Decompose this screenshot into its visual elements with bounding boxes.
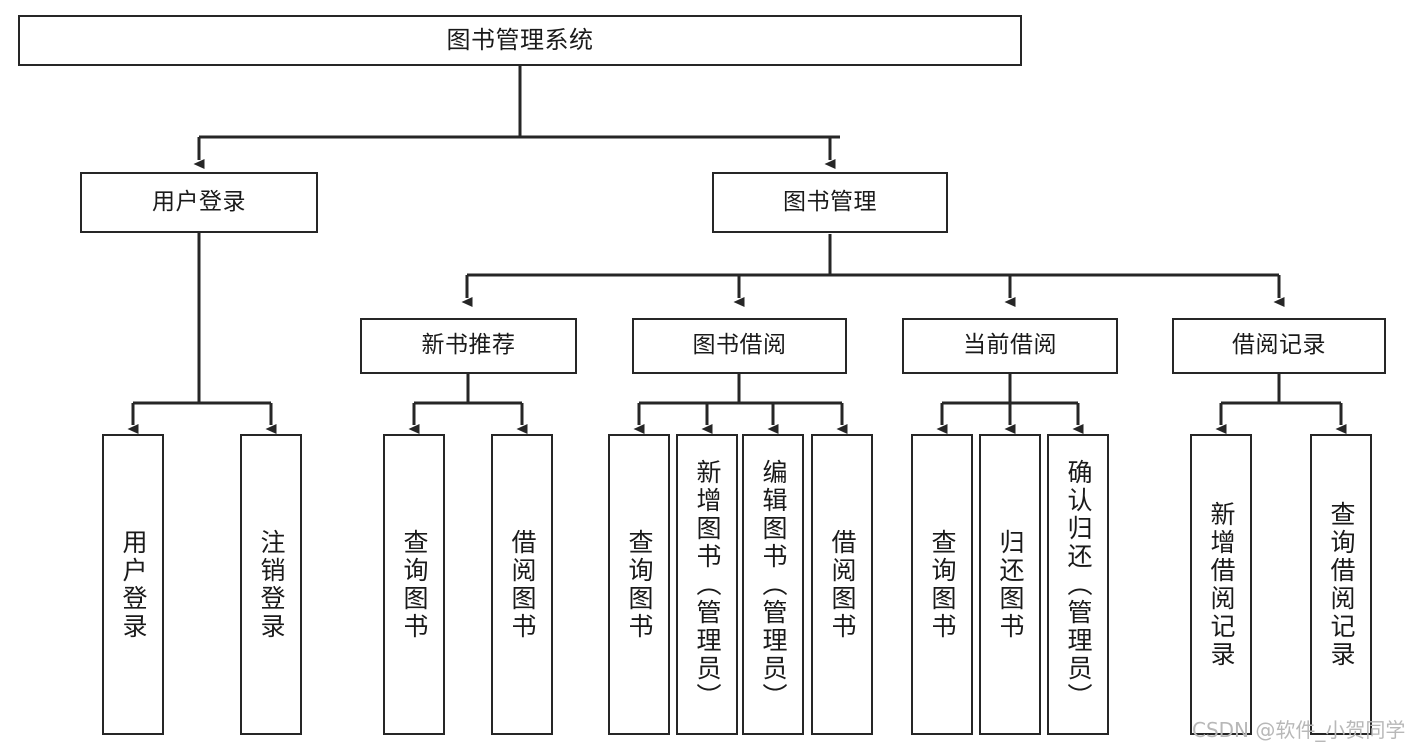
node-leaf-logout[interactable]: 注销登录 xyxy=(240,434,302,735)
node-label: 借阅记录 xyxy=(1232,332,1326,359)
node-borrowing-record[interactable]: 借阅记录 xyxy=(1172,318,1386,374)
node-label: 确认归还（管理员） xyxy=(1064,458,1093,711)
node-user-login[interactable]: 用户登录 xyxy=(80,172,318,233)
node-leaf-query-book-1[interactable]: 查询图书 xyxy=(383,434,445,735)
watermark-text: CSDN @软件_小贺同学 xyxy=(1192,718,1405,742)
node-label: 查询借阅记录 xyxy=(1327,500,1356,669)
node-leaf-return-book[interactable]: 归还图书 xyxy=(979,434,1041,735)
node-leaf-add-book-admin[interactable]: 新增图书（管理员） xyxy=(676,434,738,735)
node-label: 图书管理 xyxy=(783,188,877,215)
node-label: 注销登录 xyxy=(257,528,286,641)
node-label: 新书推荐 xyxy=(421,332,516,359)
node-leaf-borrow-book-2[interactable]: 借阅图书 xyxy=(811,434,873,735)
node-label: 编辑图书（管理员） xyxy=(759,458,788,711)
node-leaf-borrow-book-1[interactable]: 借阅图书 xyxy=(491,434,553,735)
node-label: 查询图书 xyxy=(625,528,654,641)
node-label: 图书借阅 xyxy=(692,332,787,359)
node-label: 归还图书 xyxy=(996,528,1025,641)
node-root-book-management-system[interactable]: 图书管理系统 xyxy=(18,15,1022,66)
node-leaf-query-borrowing-record[interactable]: 查询借阅记录 xyxy=(1310,434,1372,735)
node-label: 新增借阅记录 xyxy=(1207,500,1236,669)
node-label: 查询图书 xyxy=(400,528,429,641)
node-leaf-query-book-2[interactable]: 查询图书 xyxy=(608,434,670,735)
node-new-book-recommendation[interactable]: 新书推荐 xyxy=(360,318,577,374)
node-label: 用户登录 xyxy=(119,528,148,641)
node-label: 当前借阅 xyxy=(963,332,1057,359)
node-label: 借阅图书 xyxy=(828,528,857,641)
node-leaf-user-login[interactable]: 用户登录 xyxy=(102,434,164,735)
node-label: 新增图书（管理员） xyxy=(693,458,722,711)
node-book-borrowing[interactable]: 图书借阅 xyxy=(632,318,847,374)
node-label: 借阅图书 xyxy=(508,528,537,641)
node-leaf-edit-book-admin[interactable]: 编辑图书（管理员） xyxy=(742,434,804,735)
node-book-management[interactable]: 图书管理 xyxy=(712,172,948,233)
node-label: 用户登录 xyxy=(152,188,246,215)
node-leaf-add-borrowing-record[interactable]: 新增借阅记录 xyxy=(1190,434,1252,735)
node-current-borrowing[interactable]: 当前借阅 xyxy=(902,318,1118,374)
node-leaf-confirm-return-admin[interactable]: 确认归还（管理员） xyxy=(1047,434,1109,735)
node-label: 查询图书 xyxy=(928,528,957,641)
node-leaf-query-book-3[interactable]: 查询图书 xyxy=(911,434,973,735)
node-label: 图书管理系统 xyxy=(446,26,594,55)
